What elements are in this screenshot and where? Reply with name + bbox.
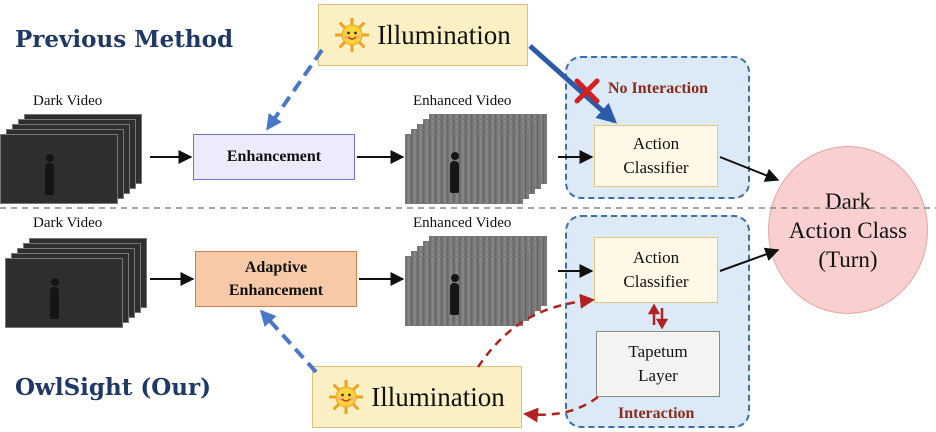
sun-icon [335,18,370,52]
action-classifier-box-top: Action Classifier [594,125,718,187]
tapetum-layer-box: Tapetum Layer [596,331,720,397]
enhanced-video-frames-top [405,114,555,204]
dashed-arrow-illumination-to-adaptive [259,309,318,374]
illumination-box-top: Illumination [318,4,528,66]
interaction-label: Interaction [618,405,695,422]
cross-icon [574,78,600,104]
result-line1: Dark [825,188,871,214]
dark-action-class-result: Dark Action Class (Turn) [768,146,928,314]
sun-icon [329,380,364,414]
tapetum-label-line1: Tapetum [628,342,688,361]
enhanced-video-frames-bottom [405,236,555,326]
dark-video-caption-top: Dark Video [33,93,103,109]
action-label-line1-bottom: Action [632,248,680,267]
tapetum-label-line2: Layer [638,366,678,385]
action-label-line2-bottom: Classifier [623,272,689,291]
illumination-label-bottom: Illumination [371,381,505,412]
adaptive-label-line2: Enhancement [228,282,324,299]
arrow-classifier-top-to-result [719,156,780,182]
illumination-label-top: Illumination [377,19,511,50]
enhanced-video-caption-bottom: Enhanced Video [413,215,512,231]
dark-video-caption-bottom: Dark Video [33,215,103,231]
action-classifier-box-bottom: Action Classifier [594,237,718,303]
action-label-line1-top: Action [632,134,680,153]
dashed-arrow-illumination-to-enhancement [266,48,324,131]
illumination-box-bottom: Illumination [312,366,522,428]
no-interaction-label: No Interaction [608,80,708,97]
action-label-line2-top: Classifier [623,158,689,177]
enhancement-label: Enhancement [226,148,322,165]
adaptive-label-line1: Adaptive [244,259,308,276]
dark-video-frames-bottom [5,238,155,328]
result-line2: Action Class [788,217,908,243]
bidirectional-arrow-icon [647,303,669,330]
arrow-classifier-bottom-to-result [719,247,780,272]
result-line3: (Turn) [818,246,878,272]
owlsight-heading: OwlSight (Our) [15,374,211,401]
dashed-arrow-tapetum-to-illumination [523,395,599,423]
enhancement-box: Enhancement [193,134,355,180]
previous-method-heading: Previous Method [15,26,234,53]
enhanced-video-caption-top: Enhanced Video [413,93,512,109]
dashed-arrow-illumination-to-classifier [476,293,595,368]
dark-video-frames-top [0,114,150,204]
blocked-arrow-illumination-to-classifier [528,44,617,124]
adaptive-enhancement-box: Adaptive Enhancement [195,251,357,307]
